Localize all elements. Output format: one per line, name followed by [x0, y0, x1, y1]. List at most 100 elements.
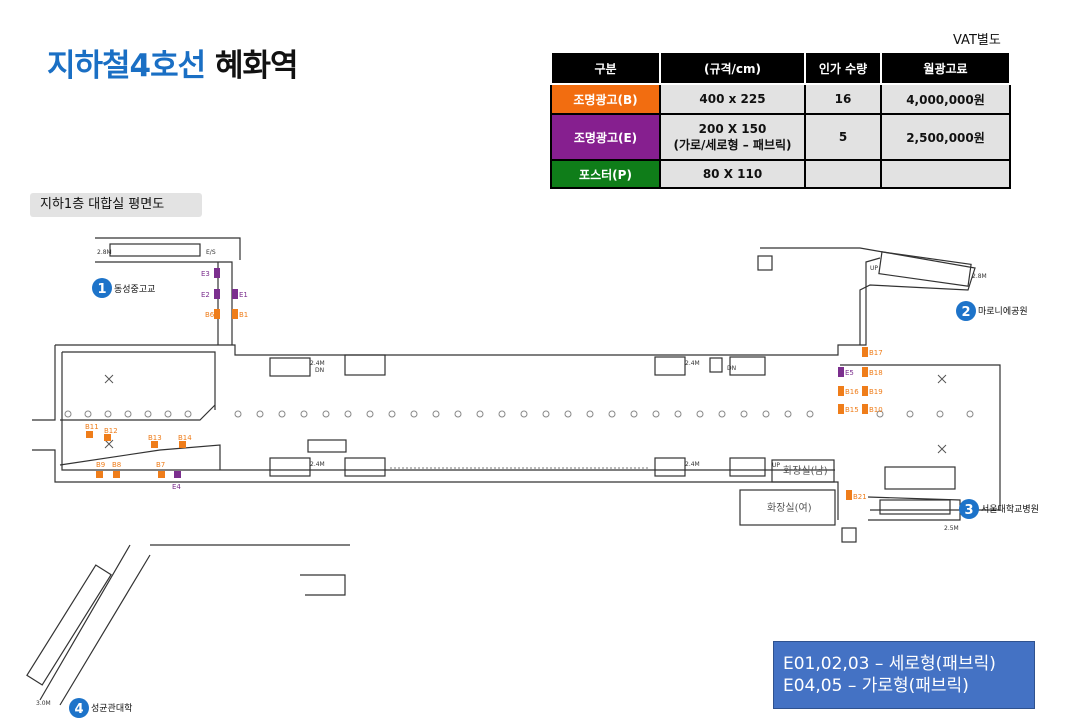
ad-label-b13: B13 [148, 434, 162, 442]
exit-4: 4 성균관대학 [69, 698, 132, 718]
cell-size: 400 x 225 [659, 83, 806, 115]
up-mark-south: UP [772, 462, 780, 469]
legend-box: E01,02,03 – 세로형(패브릭) E04,05 – 가로형(패브릭) [773, 641, 1035, 709]
ad-label-b6: B6 [205, 311, 215, 319]
exit-4-number: 4 [74, 702, 83, 717]
restroom-m-label: 화장실(남) [783, 465, 828, 477]
legend-line-1: E01,02,03 – 세로형(패브릭) [783, 654, 996, 674]
wall-east [840, 364, 1001, 511]
cell-price [880, 159, 1011, 189]
ad-label-b18: B18 [869, 369, 883, 377]
escalator-sw2 [344, 457, 386, 477]
ad-label-e2: E2 [201, 291, 210, 299]
exit-2-name: 마로니에공원 [978, 306, 1028, 317]
exit-1: 1 동성중고교 [92, 278, 155, 298]
ad-label-b21: B21 [853, 493, 867, 501]
exit4-stairs [26, 564, 112, 686]
ad-label-b14: B14 [178, 434, 192, 442]
exit1-escalator [109, 243, 201, 257]
exit4-side [300, 574, 346, 596]
ad-marker-b10 [862, 404, 868, 414]
cell-size-line1: 200 X 150 [698, 121, 767, 136]
ad-label-b11: B11 [85, 423, 99, 431]
ad-marker-b8 [113, 471, 120, 478]
ad-label-b10: B10 [869, 406, 883, 414]
ad-marker-b12 [104, 434, 111, 441]
exit2-stairs [878, 251, 972, 287]
exit-1-name: 동성중고교 [114, 284, 155, 295]
header-category: 구분 [550, 51, 661, 85]
ad-marker-b11 [86, 431, 93, 438]
ad-marker-b16 [838, 386, 844, 396]
header-price: 월광고료 [880, 51, 1011, 85]
exit2-corridor [760, 247, 976, 345]
up-mark-exit2: UP [870, 265, 878, 272]
ad-label-b15: B15 [845, 406, 859, 414]
ad-label-e4: E4 [172, 483, 181, 491]
restroom-m-room [771, 459, 835, 483]
escalator-nw [269, 357, 311, 377]
table-row: 조명광고(E) 200 X 150 (가로/세로형 – 패브릭) 5 2,500… [550, 113, 1011, 161]
elevator-north [709, 357, 723, 373]
cell-size-line2: (가로/세로형 – 패브릭) [673, 137, 792, 152]
width-mark-nw: 2.4M [310, 360, 325, 367]
cell-qty: 16 [804, 83, 882, 115]
ad-label-e5: E5 [845, 369, 854, 377]
ad-marker-e4 [174, 471, 181, 478]
escalator-nw2 [344, 354, 386, 376]
inner-line-a [60, 404, 216, 421]
header-size: (규격/cm) [659, 51, 806, 85]
cell-category: 조명광고(E) [550, 113, 661, 161]
exit-4-name: 성균관대학 [91, 703, 132, 714]
page-title: 지하철4호선 혜화역 [47, 40, 299, 85]
ad-marker-b14 [179, 441, 186, 448]
width-mark-se: 2.4M [685, 461, 700, 468]
title-line: 지하철4호선 [47, 48, 206, 84]
exit-1-number: 1 [97, 282, 106, 297]
ad-marker-e1 [232, 289, 238, 299]
east-escalator-block [884, 466, 956, 490]
ad-label-b17: B17 [869, 349, 883, 357]
cell-category: 조명광고(B) [550, 83, 661, 115]
ad-label-e3: E3 [201, 270, 210, 278]
width-mark-exit4: 3.0M [36, 700, 51, 707]
cell-qty [804, 159, 882, 189]
width-mark-ne: 2.4M [685, 360, 700, 367]
cell-category: 포스터(P) [550, 159, 661, 189]
escalator-ne [654, 356, 686, 376]
table-row: 포스터(P) 80 X 110 [550, 159, 1011, 189]
exit-3-number: 3 [964, 503, 973, 518]
width-mark-exit3: 2.5M [944, 525, 959, 532]
wall-south [32, 345, 839, 520]
legend-line-2: E04,05 – 가로형(패브릭) [783, 676, 969, 696]
ad-label-b8: B8 [112, 461, 121, 469]
stair-south [307, 439, 347, 453]
exit-3-name: 서울대학교병원 [981, 504, 1039, 515]
escalator-ne2 [729, 356, 766, 376]
es-mark: E/S [206, 249, 216, 256]
title-station: 혜화역 [214, 48, 299, 84]
exit3-elevator [841, 527, 857, 543]
ad-label-b16: B16 [845, 388, 859, 396]
ad-marker-e5 [838, 367, 844, 377]
exit2-elevator [757, 255, 773, 271]
exit-2-number: 2 [961, 305, 970, 320]
ad-marker-e3 [214, 268, 220, 278]
ad-marker-b9 [96, 471, 103, 478]
cross-marks [104, 374, 947, 454]
header-qty: 인가 수량 [804, 51, 882, 85]
price-table: 구분 (규격/cm) 인가 수량 월광고료 조명광고(B) 400 x 225 … [550, 51, 1011, 189]
width-mark-sw: 2.4M [310, 461, 325, 468]
table-header-row: 구분 (규격/cm) 인가 수량 월광고료 [550, 51, 1011, 85]
width-mark-exit1: 2.8M [97, 249, 112, 256]
ad-label-e1: E1 [239, 291, 248, 299]
exit-2: 2 마로니에공원 [956, 301, 1028, 321]
ad-marker-b18 [862, 367, 868, 377]
ad-marker-b19 [862, 386, 868, 396]
table-row: 조명광고(B) 400 x 225 16 4,000,000원 [550, 83, 1011, 115]
ad-marker-b15 [838, 404, 844, 414]
wall-north [55, 257, 881, 356]
ad-label-b12: B12 [104, 427, 118, 435]
ad-label-b19: B19 [869, 388, 883, 396]
